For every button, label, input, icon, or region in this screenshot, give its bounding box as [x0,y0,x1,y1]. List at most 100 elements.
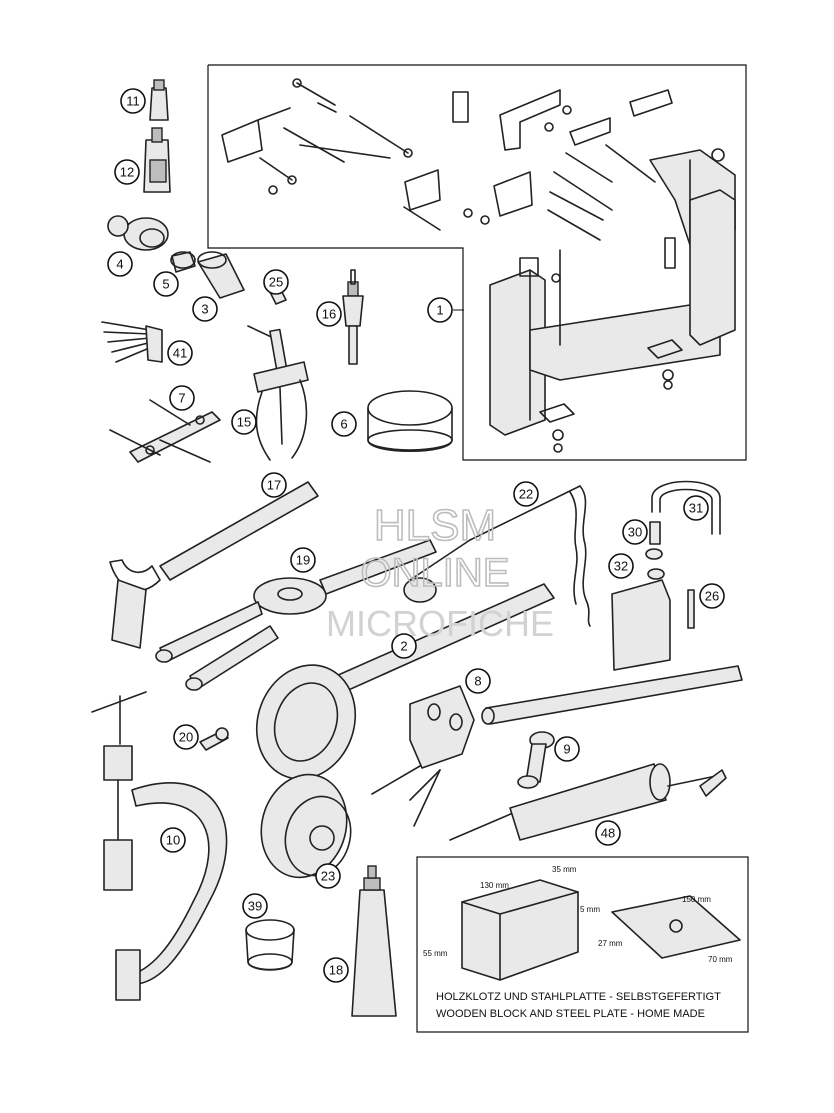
oil-can [611,568,671,671]
puller-bolt-16 [342,269,364,365]
sleeve-3 [197,251,245,299]
ring-6 [367,390,453,452]
sleeve-5 [170,251,196,273]
svg-text:4: 4 [116,257,123,272]
bolt-20 [199,727,229,751]
svg-text:3: 3 [201,302,208,317]
holding-tool-7 [109,399,221,463]
hex-key-set-41 [101,321,163,363]
callout-41: 41 [167,340,193,366]
bent-tube-31 [651,480,721,535]
watermark-line-3: MICROFICHE [326,603,554,644]
callout-12: 12 [114,159,140,185]
paste-tube-18 [351,865,397,1017]
callout-7: 7 [169,385,195,411]
steel-plate [611,895,741,959]
svg-text:20: 20 [179,730,193,745]
dim-130: 130 mm [480,881,509,890]
nut-32 [645,548,663,560]
callout-31: 31 [683,495,709,521]
callout-8: 8 [465,668,491,694]
svg-text:16: 16 [322,307,336,322]
callout-4: 4 [107,251,133,277]
svg-text:32: 32 [614,559,628,574]
callout-30: 30 [622,519,648,545]
callout-16: 16 [316,301,342,327]
callout-26: 26 [699,583,725,609]
callout-19: 19 [290,547,316,573]
wooden-block [461,879,579,981]
svg-text:22: 22 [519,487,533,502]
chain-holder-22 [403,485,591,627]
three-arm-puller-15 [247,325,309,461]
engine-stand-frame-box [207,64,747,461]
svg-text:41: 41 [173,346,187,361]
grease-gun-48 [449,763,727,841]
loctite-tube-11 [149,79,169,121]
engine-stand-hardware [221,78,736,453]
flywheel-puller-23 [260,773,352,879]
callout-23: 23 [315,863,341,889]
svg-text:19: 19 [296,553,310,568]
callout-18: 18 [323,957,349,983]
watermark-line-2: ONLINE [361,551,510,595]
nozzle-30 [649,521,661,545]
svg-text:18: 18 [329,963,343,978]
callout-22: 22 [513,481,539,507]
svg-text:12: 12 [120,165,134,180]
callout-48: 48 [595,820,621,846]
svg-text:17: 17 [267,478,281,493]
callout-25: 25 [263,269,289,295]
puller-adapter-4 [107,215,169,251]
callout-10: 10 [160,827,186,853]
svg-text:30: 30 [628,525,642,540]
dim-55: 55 mm [423,949,448,958]
callout-2: 2 [391,633,417,659]
svg-text:8: 8 [474,674,481,689]
callout-17: 17 [261,472,287,498]
hook-9 [517,731,555,789]
callout-20: 20 [173,724,199,750]
svg-text:5: 5 [162,277,169,292]
callout-15: 15 [231,409,257,435]
socket-39 [245,919,295,971]
svg-text:10: 10 [166,833,180,848]
home-made-tools-box: 130 mm 35 mm 55 mm 5 mm 150 mm 27 mm 70 … [416,856,749,1033]
dim-5: 5 mm [580,905,600,914]
callout-9: 9 [554,736,580,762]
callout-11: 11 [120,88,146,114]
svg-text:31: 31 [689,501,703,516]
svg-text:25: 25 [269,275,283,290]
dim-70: 70 mm [708,955,733,964]
caption-english: WOODEN BLOCK AND STEEL PLATE - HOME MADE [436,1008,705,1020]
clutch-holder-2 [255,583,555,780]
watermark: HLSM ONLINE MICROFICHE [326,500,554,644]
svg-text:15: 15 [237,415,251,430]
svg-text:23: 23 [321,869,335,884]
svg-text:48: 48 [601,826,615,841]
pin-spanner-17 [109,481,319,649]
svg-text:26: 26 [705,589,719,604]
svg-text:1: 1 [436,303,443,318]
lifting-bar-8 [371,665,743,827]
face-spanner-19 [155,539,437,691]
pin-26 [687,589,695,629]
dim-35: 35 mm [552,865,577,874]
callout-32: 32 [608,553,634,579]
svg-text:9: 9 [563,742,570,757]
sealant-bottle-12 [143,127,171,193]
svg-text:39: 39 [248,899,262,914]
valve-spring-compressor-10 [91,691,228,1001]
svg-text:11: 11 [126,94,140,109]
callout-3: 3 [192,296,218,322]
dim-27: 27 mm [598,939,623,948]
callout-6: 6 [331,411,357,437]
watermark-line-1: HLSM [374,501,496,550]
svg-text:2: 2 [400,639,407,654]
callout-5: 5 [153,271,179,297]
callout-39: 39 [242,893,268,919]
dim-150: 150 mm [682,895,711,904]
svg-text:7: 7 [178,391,185,406]
callout-1: 1 [427,297,453,323]
